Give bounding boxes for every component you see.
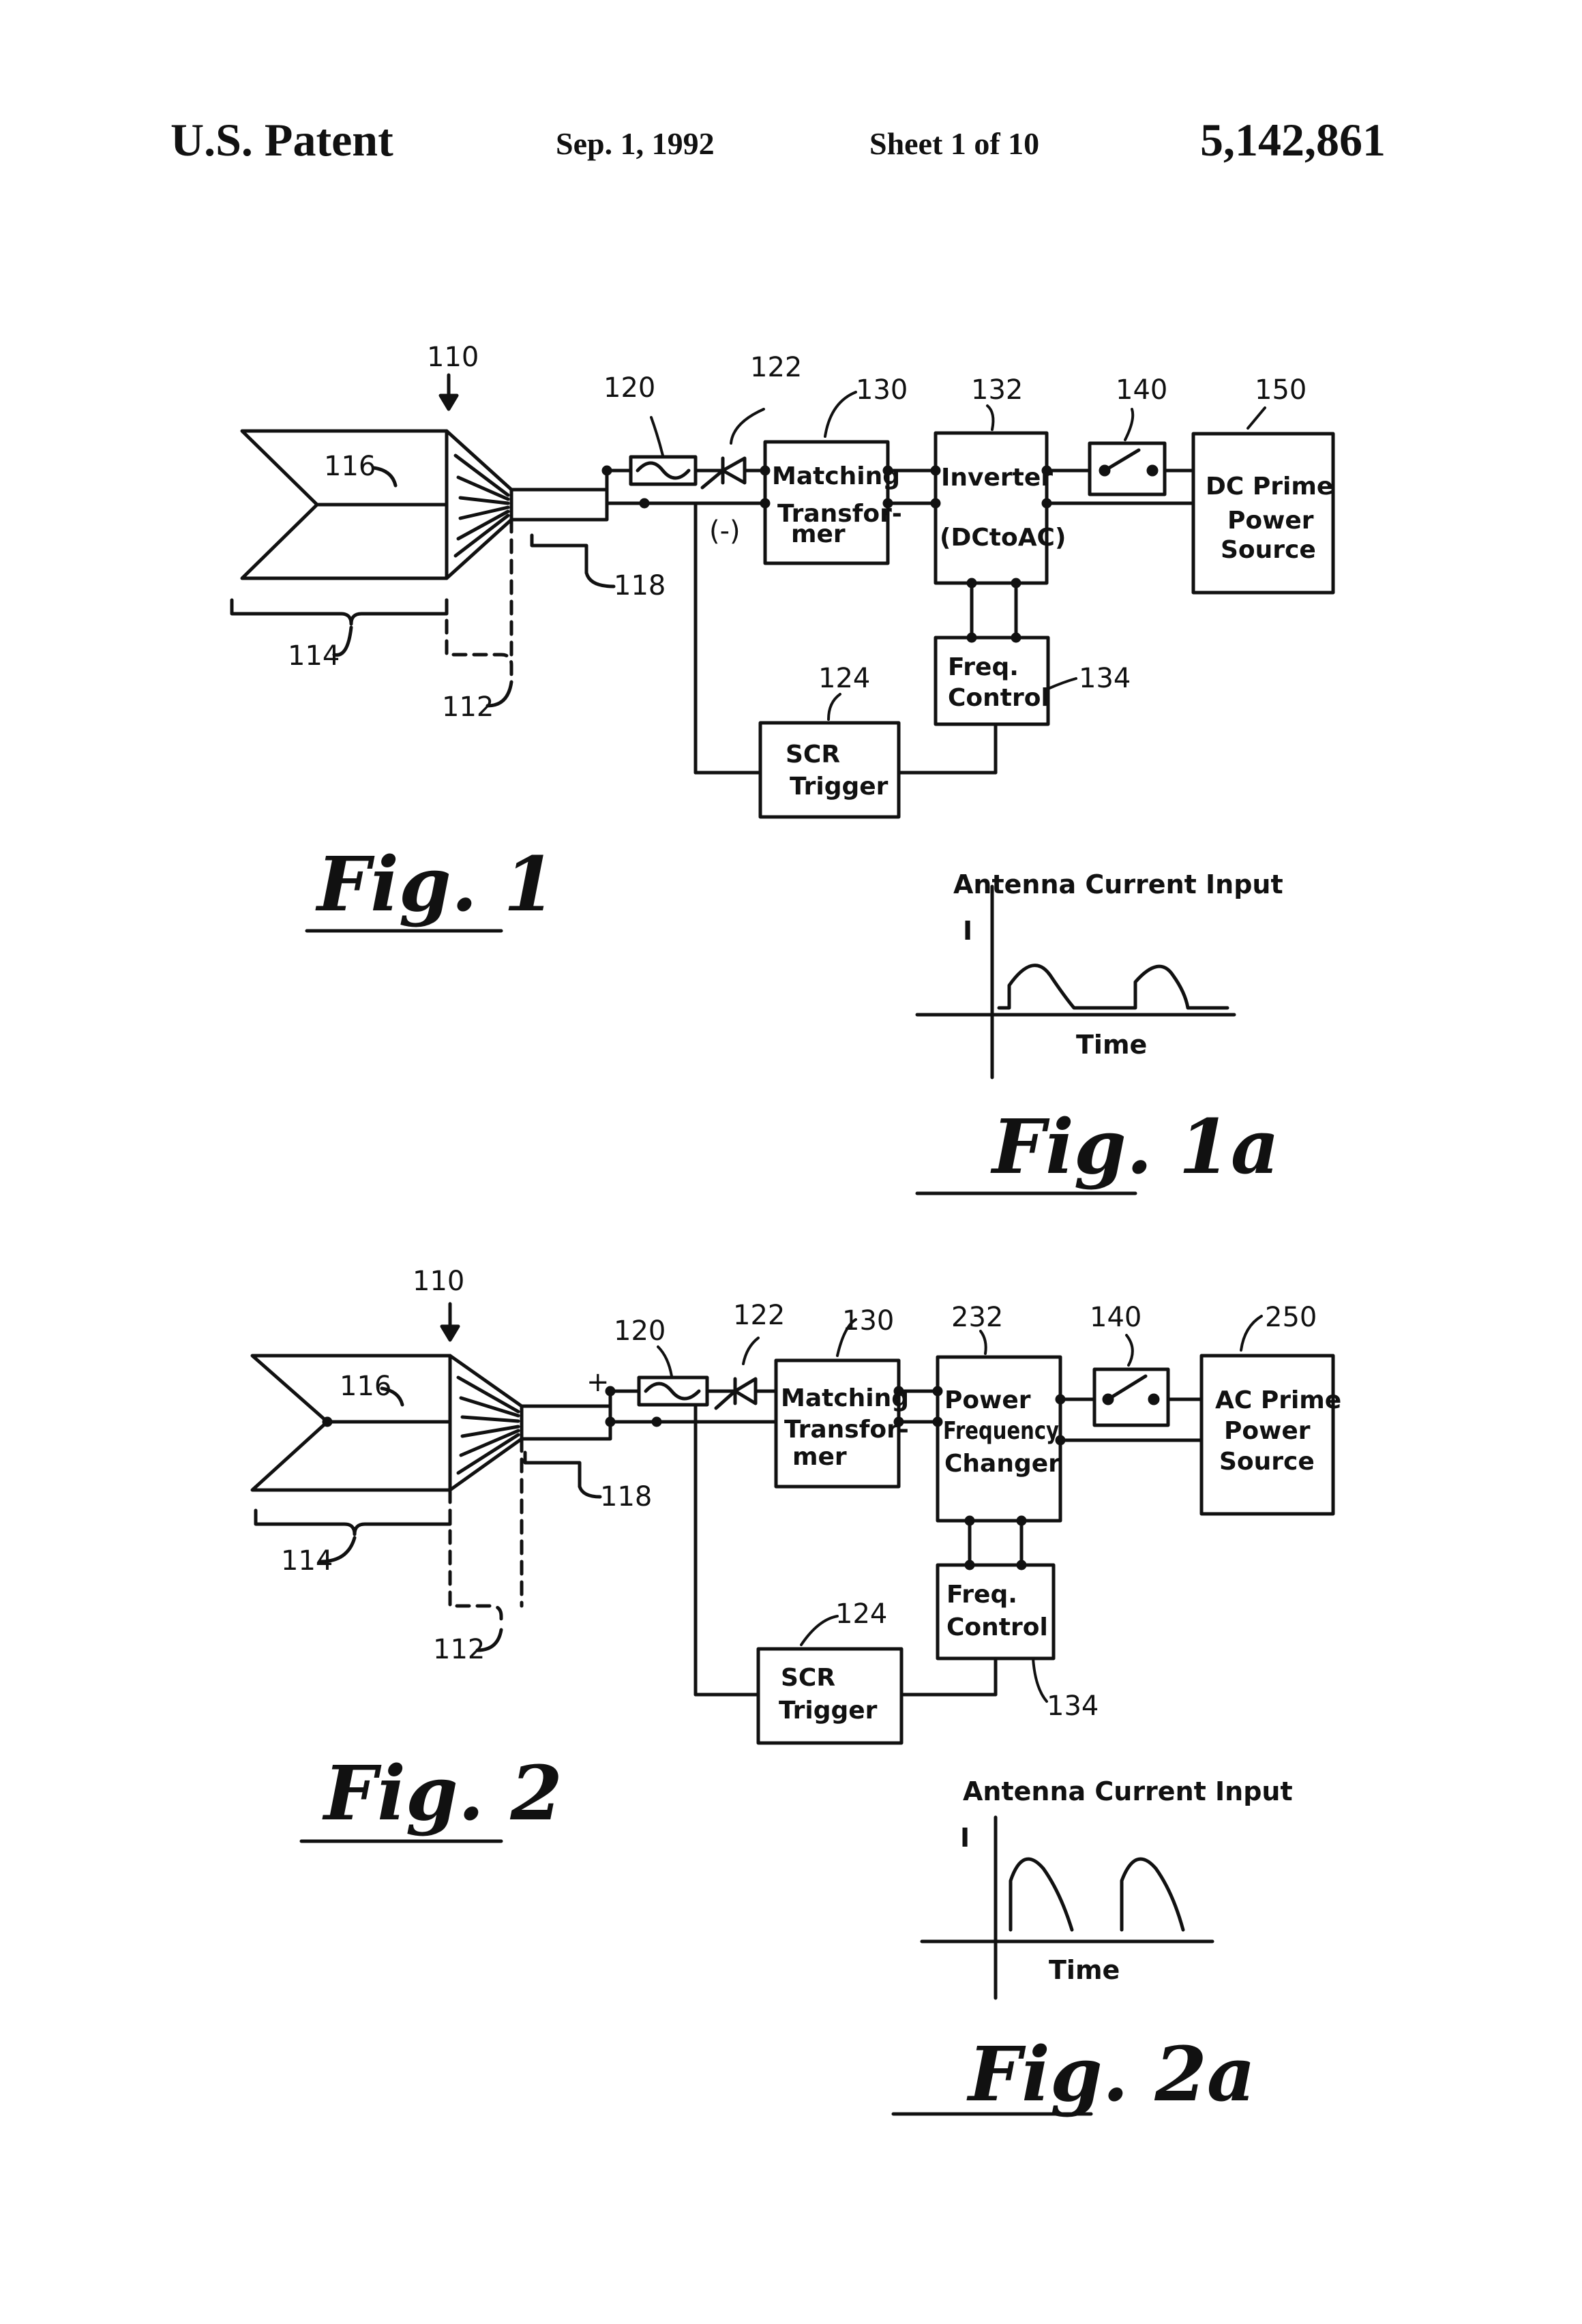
- changer-label-3: Changer: [944, 1450, 1060, 1478]
- brace-112: [447, 600, 511, 682]
- source-label-3: Source: [1221, 536, 1316, 564]
- ref-114: 114: [281, 1545, 333, 1577]
- source-label-1: AC Prime: [1215, 1386, 1341, 1414]
- ref-120: 120: [603, 372, 655, 404]
- scr-label-1: SCR: [781, 1664, 835, 1692]
- fig1-caption: Fig. 1: [315, 840, 556, 928]
- ref-120: 120: [614, 1315, 666, 1347]
- matching-label-1: Matching: [772, 462, 900, 490]
- scr-diode-icon: [716, 1379, 756, 1408]
- ref-134: 134: [1047, 1690, 1099, 1722]
- fig2a-title: Antenna Current Input: [963, 1776, 1293, 1806]
- source-label-1: DC Prime: [1206, 473, 1333, 501]
- freq-label-2: Control: [948, 684, 1049, 712]
- fig2-caption: Fig. 2: [322, 1749, 563, 1837]
- antenna-horn-icon: [242, 431, 607, 578]
- antenna-horn-icon: [252, 1356, 610, 1490]
- ref-132: 132: [971, 374, 1023, 406]
- polarity-label: (-): [709, 516, 741, 547]
- ref-124: 124: [835, 1598, 887, 1630]
- matching-label-3: mer: [792, 1443, 847, 1471]
- fig2a-xlabel: Time: [1049, 1955, 1120, 1985]
- ref-150: 150: [1255, 374, 1307, 406]
- ref-122: 122: [750, 352, 802, 383]
- source-label-3: Source: [1219, 1448, 1315, 1476]
- brace-118: [525, 1452, 580, 1487]
- scr-label-2: Trigger: [779, 1697, 878, 1725]
- changer-label-1: Power: [944, 1386, 1031, 1414]
- inverter-label-1: Inverter: [941, 464, 1053, 492]
- inverter-label-2: (DCtoAC): [940, 524, 1066, 552]
- matching-label-3: mer: [791, 520, 846, 548]
- polarity-label: +: [586, 1367, 610, 1398]
- ref-110: 110: [413, 1266, 464, 1297]
- ref-116: 116: [340, 1371, 391, 1402]
- ref-140: 140: [1090, 1302, 1141, 1333]
- scr-diode-icon: [702, 458, 745, 488]
- ref-110: 110: [427, 342, 479, 373]
- ref-118: 118: [614, 570, 666, 601]
- changer-label-2: Frequency: [943, 1417, 1059, 1445]
- ref-118: 118: [600, 1481, 652, 1513]
- brace-114: [232, 600, 447, 624]
- fig1a-caption: Fig. 1a: [990, 1103, 1279, 1191]
- ref-112: 112: [442, 691, 494, 723]
- ref-130: 130: [842, 1305, 894, 1337]
- ref-232: 232: [951, 1302, 1003, 1333]
- matching-label-2: Transfor-: [784, 1416, 909, 1444]
- scr-label-2: Trigger: [790, 773, 889, 801]
- brace-118: [532, 535, 586, 573]
- fig1a-title: Antenna Current Input: [953, 869, 1283, 899]
- ref-122: 122: [733, 1300, 785, 1331]
- ref-140: 140: [1116, 374, 1167, 406]
- scr-label-1: SCR: [786, 741, 840, 769]
- fig1a-ylabel: I: [963, 916, 972, 946]
- freq-label-1: Freq.: [946, 1581, 1017, 1609]
- ref-112: 112: [433, 1634, 485, 1665]
- matching-label-1: Matching: [781, 1384, 909, 1412]
- fig1a-xlabel: Time: [1076, 1030, 1147, 1060]
- freq-label-1: Freq.: [948, 653, 1019, 681]
- ref-134: 134: [1079, 663, 1131, 694]
- brace-112: [450, 1490, 501, 1626]
- ref-114: 114: [288, 640, 340, 672]
- brace-114: [256, 1510, 450, 1534]
- ref-250: 250: [1265, 1302, 1317, 1333]
- source-label-2: Power: [1227, 507, 1314, 535]
- ref-116: 116: [324, 451, 376, 482]
- ref-130: 130: [856, 374, 908, 406]
- fig2a-ylabel: I: [960, 1823, 970, 1853]
- fig2a-caption: Fig. 2a: [966, 2030, 1255, 2118]
- source-label-2: Power: [1224, 1417, 1311, 1445]
- freq-label-2: Control: [946, 1613, 1048, 1641]
- figure-1: [0, 0, 1333, 931]
- ref-124: 124: [818, 663, 870, 694]
